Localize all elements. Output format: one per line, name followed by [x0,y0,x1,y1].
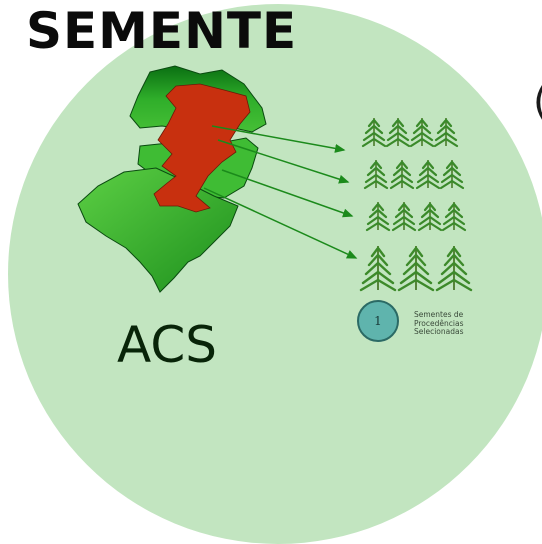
partial-right-text: ( [533,82,542,122]
tree-seedling-icon [439,158,465,190]
tree-seedling-icon [389,158,415,190]
arrow-icon [217,139,350,184]
tree-seedling-icon [433,116,459,148]
tree-seedling-icon [415,158,441,190]
tree-seedling-icon [409,116,435,148]
tree-seedling-icon [391,200,417,232]
tree-seedling-icon [435,244,473,292]
tree-seedling-icon [361,116,387,148]
arrow-icon [211,125,346,153]
tree-seedling-icon [359,244,397,292]
south-brazil-map-icon [77,65,267,293]
tree-seedling-icon [363,158,389,190]
seedlings-grid [359,116,473,292]
tree-seedling-icon [365,200,391,232]
arrows [203,125,358,259]
selected-region-icon [153,83,251,213]
tree-seedling-icon [385,116,411,148]
page-title: SEMENTE [26,2,298,60]
tree-seedling-icon [397,244,435,292]
tree-seedling-icon [441,200,467,232]
step-number: 1 [374,314,382,328]
region-label: ACS [117,316,217,374]
arrow-icon [203,187,358,259]
arrow-icon [221,169,354,218]
tree-seedling-icon [417,200,443,232]
step-label: Sementes de Procedências Selecionadas [414,310,464,336]
step-badge: 1 [357,300,399,342]
